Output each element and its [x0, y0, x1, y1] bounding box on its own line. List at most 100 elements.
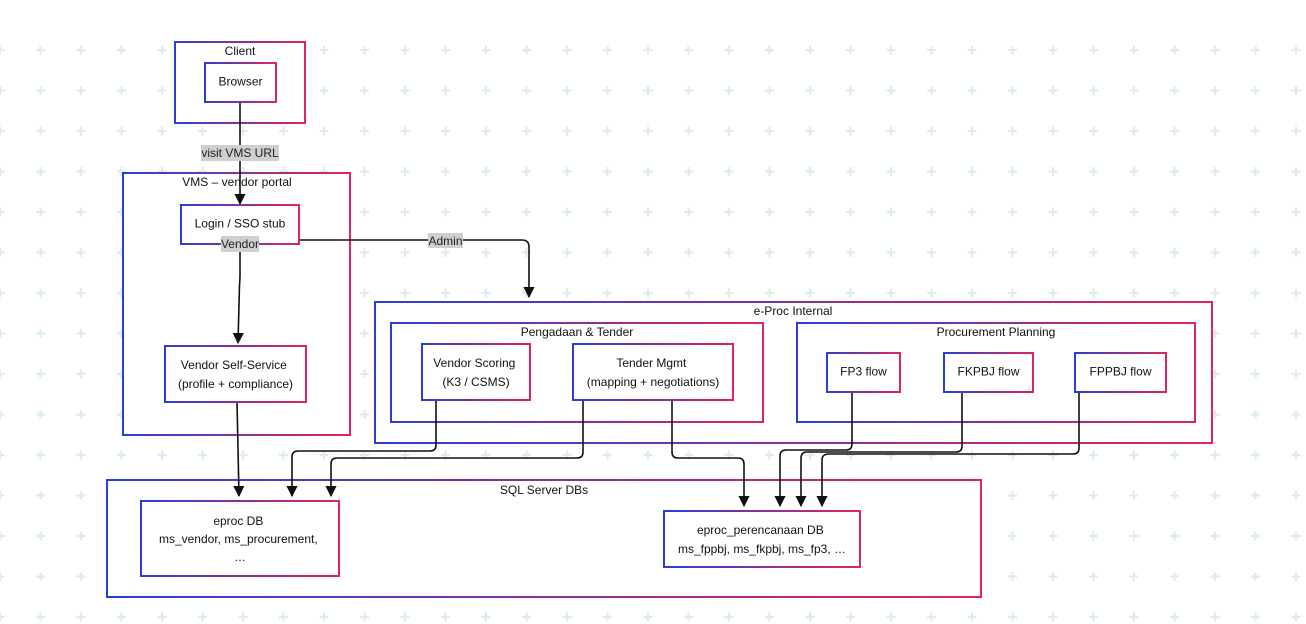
- node-vendor-scoring[interactable]: Vendor Scoring (K3 / CSMS): [421, 343, 531, 401]
- background-plus-460: [1251, 572, 1260, 581]
- background-plus-476: [562, 612, 572, 622]
- node-tender-mgmt-line-2: (mapping + negotiations): [587, 375, 719, 389]
- edge-label-visit: visit VMS URL: [201, 145, 279, 161]
- node-fppbj-flow[interactable]: FPPBJ flow: [1074, 352, 1167, 393]
- background-plus-392: [1170, 491, 1179, 500]
- node-eproc-db-line-1: eproc DB: [213, 514, 263, 528]
- background-plus-334: [157, 450, 167, 460]
- background-plus-168: [117, 248, 126, 257]
- background-plus-356: [1048, 450, 1058, 460]
- background-plus-94: [1129, 126, 1139, 136]
- background-plus-394: [1251, 491, 1260, 500]
- background-plus-111: [481, 167, 491, 176]
- background-plus-390: [1089, 491, 1098, 500]
- node-tender-mgmt[interactable]: Tender Mgmt (mapping + negotiations): [572, 343, 734, 401]
- background-plus-428: [1291, 531, 1301, 541]
- background-plus-118: [765, 167, 774, 176]
- background-plus-61: [1129, 86, 1139, 95]
- background-plus-92: [1048, 126, 1058, 136]
- background-plus-66: [0, 126, 5, 136]
- background-plus-298: [36, 410, 45, 419]
- edge-scoring-to-eproc-db: [286, 400, 437, 498]
- background-plus-363: [0, 491, 5, 500]
- background-plus-335: [198, 450, 207, 460]
- background-plus-183: [724, 248, 734, 257]
- node-fkpbj-flow-line-1: FKPBJ flow: [957, 365, 1019, 379]
- background-plus-55: [886, 86, 896, 95]
- background-plus-28: [1129, 45, 1139, 55]
- node-eproc-db-line-2: ms_vendor, ms_procurement,: [159, 532, 318, 546]
- background-plus-388: [1008, 491, 1017, 500]
- background-plus-221: [927, 288, 936, 298]
- background-plus-34: [36, 86, 45, 95]
- background-plus-338: [319, 450, 329, 460]
- background-plus-340: [400, 450, 410, 460]
- background-plus-454: [1008, 572, 1017, 581]
- background-plus-113: [562, 167, 572, 176]
- background-plus-120: [846, 167, 855, 176]
- background-plus-395: [1291, 491, 1301, 500]
- background-plus-494: [1291, 612, 1301, 622]
- background-plus-347: [684, 450, 693, 460]
- node-fp3-flow[interactable]: FP3 flow: [826, 352, 901, 393]
- node-eproc-db[interactable]: eproc DB ms_vendor, ms_procurement, …: [140, 500, 340, 577]
- background-plus-76: [400, 126, 410, 136]
- background-plus-165: [0, 248, 5, 257]
- node-fkpbj-flow[interactable]: FKPBJ flow: [943, 352, 1034, 393]
- node-vendor-self-service[interactable]: Vendor Self-Service (profile + complianc…: [164, 345, 307, 403]
- background-plus-147: [603, 207, 612, 217]
- background-plus-424: [1129, 531, 1139, 541]
- background-plus-466: [157, 612, 167, 622]
- node-eproc-perencanaan-db[interactable]: eproc_perencanaan DB ms_fppbj, ms_fkpbj,…: [663, 510, 861, 568]
- background-plus-123: [967, 167, 977, 176]
- background-plus-25: [1008, 45, 1017, 55]
- background-plus-145: [522, 207, 531, 217]
- background-plus-295: [1251, 369, 1260, 379]
- background-plus-32: [1291, 45, 1301, 55]
- background-plus-194: [1170, 248, 1179, 257]
- background-plus-108: [360, 167, 369, 176]
- background-plus-48: [603, 86, 612, 95]
- background-plus-331: [36, 450, 45, 460]
- background-plus-47: [562, 86, 572, 95]
- background-plus-430: [36, 572, 45, 581]
- background-plus-333: [117, 450, 126, 460]
- edge-self-service-to-eproc-db: [233, 401, 245, 498]
- background-plus-103: [157, 167, 167, 176]
- background-plus-389: [1048, 491, 1058, 500]
- background-plus-81: [603, 126, 612, 136]
- background-plus-51: [724, 86, 734, 95]
- background-plus-63: [1210, 86, 1220, 95]
- background-plus-163: [1251, 207, 1260, 217]
- background-plus-3: [117, 45, 126, 55]
- background-plus-214: [643, 288, 653, 298]
- background-plus-467: [198, 612, 207, 622]
- background-plus-46: [522, 86, 531, 95]
- node-eproc-perencanaan-db-line-1: eproc_perencanaan DB: [697, 523, 824, 537]
- background-plus-391: [1129, 491, 1139, 500]
- background-plus-45: [481, 86, 491, 95]
- background-plus-9: [360, 45, 369, 55]
- background-plus-74: [319, 126, 329, 136]
- background-plus-240: [360, 329, 369, 338]
- background-plus-191: [1048, 248, 1058, 257]
- background-plus-67: [36, 126, 45, 136]
- background-plus-8: [319, 45, 329, 55]
- background-plus-58: [1008, 86, 1017, 95]
- background-plus-474: [481, 612, 491, 622]
- background-plus-231: [0, 329, 5, 338]
- background-plus-350: [805, 450, 815, 460]
- background-plus-483: [846, 612, 855, 622]
- background-plus-158: [1048, 207, 1058, 217]
- node-browser[interactable]: Browser: [204, 62, 277, 103]
- background-plus-297: [0, 410, 5, 419]
- background-plus-491: [1170, 612, 1179, 622]
- background-plus-87: [846, 126, 855, 136]
- background-plus-345: [603, 450, 612, 460]
- node-eproc-perencanaan-db-line-2: ms_fppbj, ms_fkpbj, ms_fp3, …: [678, 542, 846, 556]
- background-plus-193: [1129, 248, 1139, 257]
- background-plus-95: [1170, 126, 1179, 136]
- background-plus-471: [360, 612, 369, 622]
- background-plus-487: [1008, 612, 1017, 622]
- background-plus-0: [0, 45, 5, 55]
